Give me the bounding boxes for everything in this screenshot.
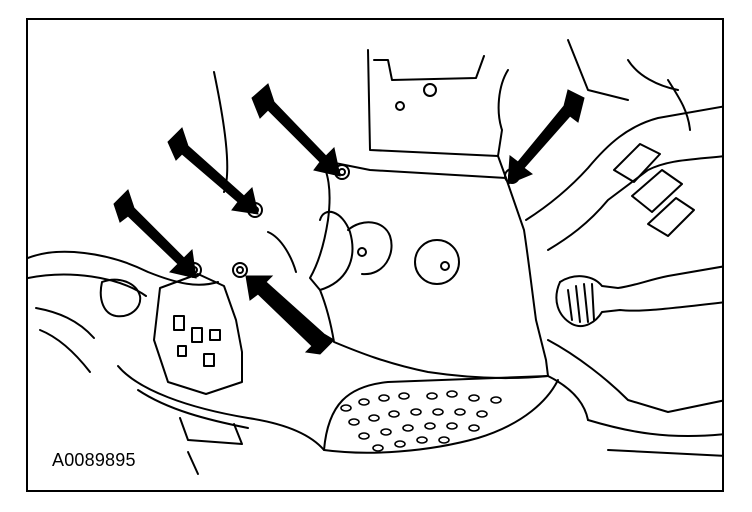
skid-plate: [117, 365, 559, 475]
arrow-icon: [167, 127, 259, 215]
arrow-icon: [245, 275, 335, 355]
bolt-heads: [186, 164, 520, 278]
arrow-icon: [113, 189, 197, 279]
drive-shaft-assembly: [525, 39, 722, 457]
figure-id-label: A0089895: [50, 450, 138, 471]
upper-bracket: [367, 49, 509, 179]
line-drawing: [28, 39, 722, 475]
illustration-frame: A0089895: [26, 18, 724, 492]
skid-plate-holes: [340, 390, 502, 452]
arrow-icon: [251, 83, 341, 177]
arrow-icon: [507, 89, 585, 185]
bolt-arrows: [113, 83, 585, 355]
left-flange: [99, 273, 243, 395]
splash-shield: [267, 159, 549, 380]
